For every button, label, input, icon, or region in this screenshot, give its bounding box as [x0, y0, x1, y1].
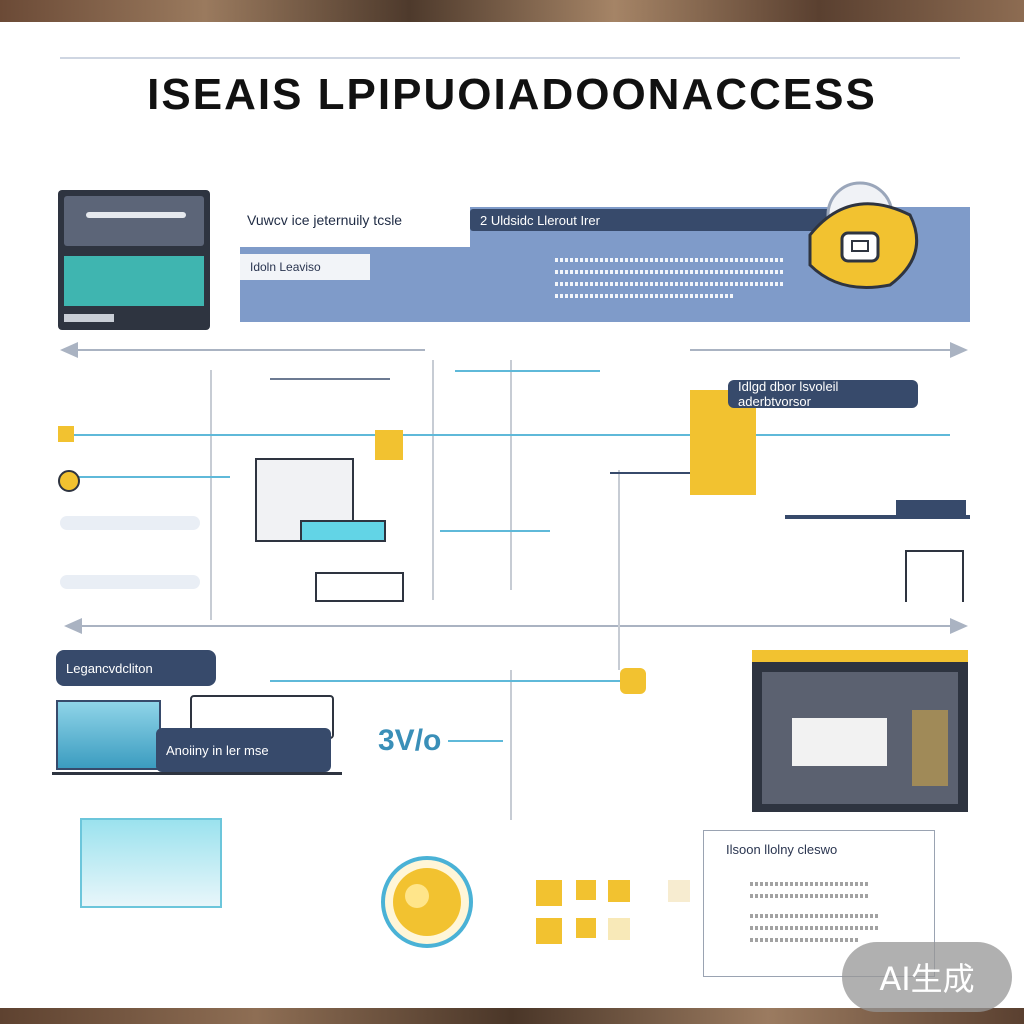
- center-screen-bar: [300, 520, 386, 542]
- bottom-photo-strip: [0, 1008, 1024, 1024]
- arrow-right-head-2: [950, 618, 968, 634]
- arrow-right-head-1: [950, 342, 968, 358]
- bottom-card-line-2: [750, 894, 870, 898]
- arrow-line-1b: [690, 349, 960, 351]
- right-desk-frame: [785, 515, 970, 609]
- monitor-panel-right: [752, 650, 968, 812]
- vertical-guide-4: [618, 470, 620, 670]
- banner-dark-bar-text: 2 Uldsidc Llerout Irer: [480, 212, 600, 228]
- vertical-guide-1: [210, 370, 212, 620]
- arrow-line-1a: [65, 349, 425, 351]
- yellow-tile-6: [608, 918, 630, 940]
- camera-device-icon: [808, 181, 919, 289]
- monitor-footer: [64, 314, 114, 322]
- arrow-line-2: [70, 625, 960, 627]
- left-yellow-tag: [58, 426, 74, 442]
- left-yellow-knob: [58, 470, 80, 492]
- right-desk-accent: [896, 500, 966, 518]
- banner-text-line-4: [555, 294, 735, 298]
- center-number: 3V/o: [378, 724, 442, 757]
- bottom-card-title: Ilsoon llolny cleswo: [726, 842, 838, 857]
- vertical-guide-2: [432, 360, 434, 600]
- banner-text-left: Vuwcv ice jeternuily tcsle: [247, 212, 403, 228]
- monitor-slider: [86, 212, 186, 218]
- connector-1: [70, 434, 950, 436]
- yellow-tile-2: [576, 880, 596, 900]
- left-baseline: [52, 772, 342, 775]
- left-slider-2: [60, 575, 200, 589]
- bottom-card-line-5: [750, 938, 860, 942]
- left-pill-1: Legancvdcliton: [56, 650, 216, 686]
- monitor-header: [64, 196, 204, 246]
- monitor-right-topbar: [752, 650, 968, 662]
- page-title: ISEAIS LPIPUOIADOONACCESS: [147, 70, 877, 119]
- vertical-guide-3: [510, 360, 512, 590]
- arrow-left-head-1: [60, 342, 78, 358]
- monitor-right-tile: [912, 710, 948, 786]
- yellow-tile-3: [608, 880, 630, 902]
- bottom-card-line-4: [750, 926, 880, 930]
- bottom-card-line-1: [750, 882, 870, 886]
- left-pill-2-text: Anoiiny in ler mse: [166, 742, 269, 758]
- watermark-badge: AI生成: [842, 942, 1012, 1012]
- monitor-right-card: [792, 718, 887, 766]
- connector-7: [610, 472, 750, 474]
- monitor-screen: [64, 256, 204, 306]
- banner-text-line-3: [555, 282, 785, 286]
- left-pill-1-text: Legancvdcliton: [66, 660, 153, 676]
- connector-6: [270, 680, 620, 682]
- right-desk-stand: [905, 550, 964, 602]
- banner-text-line-2: [555, 270, 785, 274]
- banner-sublabel: Idoln Leaviso: [250, 260, 321, 274]
- banner-sublabel-box: [240, 254, 370, 280]
- globe-icon: [381, 856, 473, 948]
- banner-white-card: [240, 207, 470, 247]
- bottom-left-teal-stack: [80, 818, 222, 908]
- yellow-tile-4: [536, 918, 562, 944]
- connector-5: [440, 530, 550, 532]
- vertical-guide-5: [510, 670, 512, 820]
- yellow-tile-5: [576, 918, 596, 938]
- header-rule: [60, 57, 960, 59]
- yellow-block-small: [375, 430, 403, 460]
- connector-2: [70, 476, 230, 478]
- left-pill-2: Anoiiny in ler mse: [156, 728, 331, 772]
- connector-3: [455, 370, 600, 372]
- left-teal-panel: [56, 700, 161, 770]
- center-number-line: [448, 740, 503, 742]
- middle-callout: Idlgd dbor lsvoleil aderbtvorsor: [728, 379, 918, 409]
- middle-callout-text: Idlgd dbor lsvoleil aderbtvorsor: [738, 379, 839, 409]
- monitor-panel-top-left: [58, 190, 210, 330]
- yellow-node: [620, 668, 646, 694]
- yellow-tile-7: [668, 880, 690, 902]
- yellow-tile-1: [536, 880, 562, 906]
- bottom-card-line-3: [750, 914, 880, 918]
- top-photo-strip: [0, 0, 1024, 22]
- arrow-left-head-2: [64, 618, 82, 634]
- center-keyboard: [315, 572, 404, 602]
- banner-dark-bar: 2 Uldsidc Llerout Irer: [470, 209, 830, 231]
- connector-4: [270, 378, 390, 380]
- banner-text-line-1: [555, 258, 785, 262]
- left-slider-1: [60, 516, 200, 530]
